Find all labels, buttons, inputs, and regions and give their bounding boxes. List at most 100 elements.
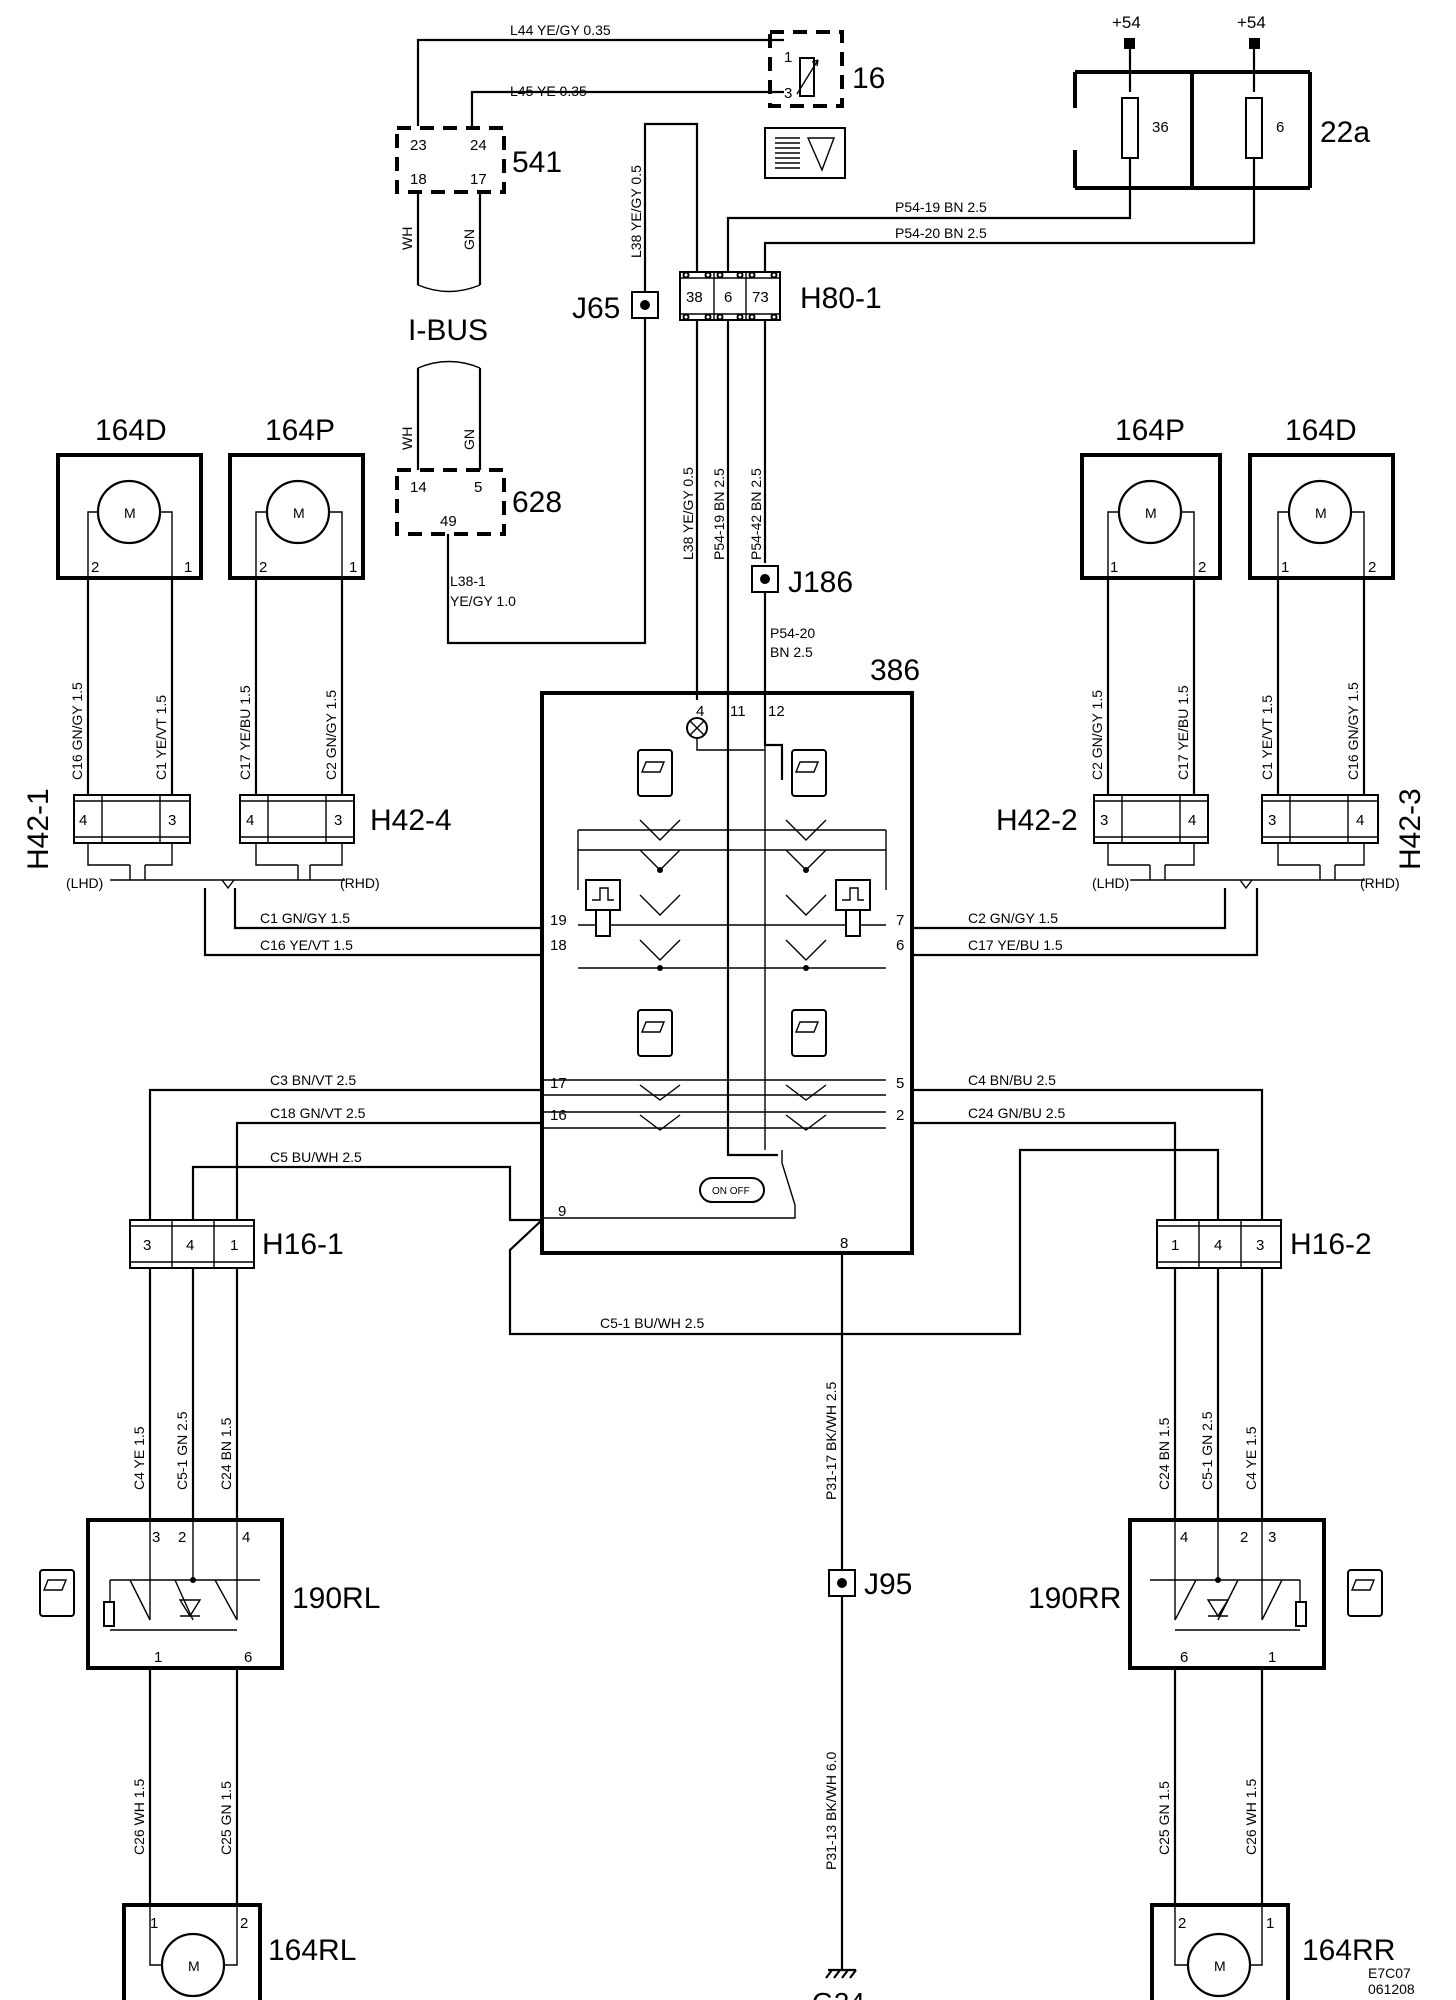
motor-164rl: 1 2 M 164RL <box>122 1903 356 2000</box>
motor-164p-right: 164P M 1 2 <box>1080 414 1222 580</box>
motor-164d-right-label: 164D <box>1285 414 1357 447</box>
sensor-pin-1: 1 <box>784 49 792 66</box>
junction-j65-label: J65 <box>572 292 620 325</box>
motor-164d-left-label: 164D <box>95 414 167 447</box>
pin-h16-2-1: 1 <box>1171 1237 1179 1254</box>
fuse-box-22a: +54 +54 36 6 22a P54-19 BN 2.5 P54-20 BN… <box>726 13 1370 272</box>
bus-node-628: 14 5 49 628 <box>395 468 562 536</box>
wire-l44: L44 YE/GY 0.35 <box>510 22 611 38</box>
lhd-label-left: (LHD) <box>66 875 103 891</box>
fuse-36-label: 36 <box>1152 119 1169 136</box>
supply-label-2: +54 <box>1237 13 1266 32</box>
pin-h16-1-1: 1 <box>230 1237 238 1254</box>
pin-190rl-2: 2 <box>178 1529 186 1546</box>
pin-386-7: 7 <box>896 912 904 929</box>
wire-v-c5-1-l: C5-1 GN 2.5 <box>174 1411 190 1490</box>
pin-164p-r-2: 2 <box>1198 559 1206 576</box>
switch-190rr: 4 2 3 6 1 190RR <box>1028 1518 1383 1670</box>
connector-h42-1-label: H42-1 <box>22 788 55 870</box>
bus-node-628-label: 628 <box>512 486 562 519</box>
wire-p54-19-mid: P54-19 BN 2.5 <box>711 468 727 560</box>
junction-j95-label: J95 <box>864 1568 912 1601</box>
connector-h42-2-label: H42-2 <box>996 804 1078 837</box>
pin-386-8: 8 <box>840 1235 848 1252</box>
connector-h16-1: 3 4 1 H16-1 <box>129 1219 344 1269</box>
motor-symbol: M <box>293 505 305 521</box>
pin-h80-73: 73 <box>752 289 769 306</box>
wire-l38-top: L38 YE/GY 0.5 <box>628 165 644 258</box>
motor-164rl-label: 164RL <box>268 1934 356 1967</box>
wire-c17-r: C17 YE/BU 1.5 <box>1175 685 1191 780</box>
pin-386-16: 16 <box>550 1107 567 1124</box>
wire-p54-19-top: P54-19 BN 2.5 <box>895 199 987 215</box>
junction-j65: J65 <box>572 291 659 325</box>
pin-164rr-1: 1 <box>1266 1915 1274 1932</box>
control-panel-label: 386 <box>870 654 920 687</box>
wire-v-c25-r: C25 GN 1.5 <box>1156 1781 1172 1855</box>
wire-h-c1-l: C1 GN/GY 1.5 <box>260 910 350 926</box>
wire-v-c25-l: C25 GN 1.5 <box>218 1781 234 1855</box>
wire-l45: L45 YE 0.35 <box>510 83 587 99</box>
pin-190rl-3: 3 <box>152 1529 160 1546</box>
pin-h16-2-3: 3 <box>1256 1237 1264 1254</box>
wire-p31-13: P31-13 BK/WH 6.0 <box>823 1752 839 1870</box>
wire-p54-42-mid: P54-42 BN 2.5 <box>748 468 764 560</box>
wire-h-c2-r: C2 GN/GY 1.5 <box>968 910 1058 926</box>
wire-c1-r: C1 YE/VT 1.5 <box>1259 695 1275 780</box>
pin-386-18: 18 <box>550 937 567 954</box>
bus-node-541: 23 24 18 17 541 <box>395 126 562 194</box>
rhd-label-left: (RHD) <box>340 875 380 891</box>
motor-164p-left-label: 164P <box>265 414 335 447</box>
pin-190rr-1: 1 <box>1268 1649 1276 1666</box>
sensor-pin-3: 3 <box>784 85 792 102</box>
pin-h80-6: 6 <box>724 289 732 306</box>
pin-164rl-1: 1 <box>150 1915 158 1932</box>
pin-628-14: 14 <box>410 479 427 496</box>
wire-v-c24-l: C24 BN 1.5 <box>218 1417 234 1490</box>
wire-wh-b: WH <box>399 427 415 450</box>
connector-h16-2: 1 4 3 H16-2 <box>1156 1219 1372 1269</box>
pin-190rr-2: 2 <box>1240 1529 1248 1546</box>
wire-h-c4: C4 BN/BU 2.5 <box>968 1072 1056 1088</box>
pin-164d-r-1: 1 <box>1281 559 1289 576</box>
switch-190rr-label: 190RR <box>1028 1582 1121 1615</box>
wire-c16-r: C16 GN/GY 1.5 <box>1345 682 1361 780</box>
wire-c2-l: C2 GN/GY 1.5 <box>323 690 339 780</box>
motor-164d-right: 164D M 1 2 <box>1248 414 1395 580</box>
wire-h-c18: C18 GN/VT 2.5 <box>270 1105 366 1121</box>
junction-j186: J186 <box>751 565 853 599</box>
motor-symbol: M <box>1214 1958 1226 1974</box>
connector-h42-3-label: H42-3 <box>1394 788 1427 870</box>
wire-c16-l: C16 GN/GY 1.5 <box>69 682 85 780</box>
pin-164d-l-2: 2 <box>91 559 99 576</box>
pin-h16-1-4: 4 <box>186 1237 194 1254</box>
pin-h42-3-4: 4 <box>1356 812 1364 829</box>
connector-h42-4: 4 3 H42-4 <box>239 794 452 844</box>
pin-h42-2-4: 4 <box>1188 812 1196 829</box>
motor-symbol: M <box>1315 505 1327 521</box>
wire-h-c5: C5 BU/WH 2.5 <box>270 1149 362 1165</box>
connector-h42-4-label: H42-4 <box>370 804 452 837</box>
motor-164d-left: 164D M 2 1 <box>56 414 203 580</box>
wire-v-c26-r: C26 WH 1.5 <box>1243 1779 1259 1855</box>
pin-164p-l-2: 2 <box>259 559 267 576</box>
motor-symbol: M <box>1145 505 1157 521</box>
pin-190rr-4: 4 <box>1180 1529 1188 1546</box>
onoff-label: ON OFF <box>712 1186 750 1197</box>
supply-label-1: +54 <box>1112 13 1141 32</box>
wire-h-c5-1: C5-1 BU/WH 2.5 <box>600 1315 704 1331</box>
pin-190rl-6: 6 <box>244 1649 252 1666</box>
pin-386-12: 12 <box>768 703 785 720</box>
pin-386-4: 4 <box>696 703 704 720</box>
motor-164p-right-label: 164P <box>1115 414 1185 447</box>
wire-wh-a: WH <box>399 227 415 250</box>
sensor-label: 16 <box>852 62 885 95</box>
motor-164rr-label: 164RR <box>1302 1934 1395 1967</box>
pin-386-19: 19 <box>550 912 567 929</box>
rhd-label-right: (RHD) <box>1360 875 1400 891</box>
junction-j186-label: J186 <box>788 566 853 599</box>
connector-h42-1: 4 3 H42-1 <box>22 788 191 870</box>
pin-164p-r-1: 1 <box>1110 559 1118 576</box>
ref-code: E7C07 <box>1368 1965 1411 1981</box>
